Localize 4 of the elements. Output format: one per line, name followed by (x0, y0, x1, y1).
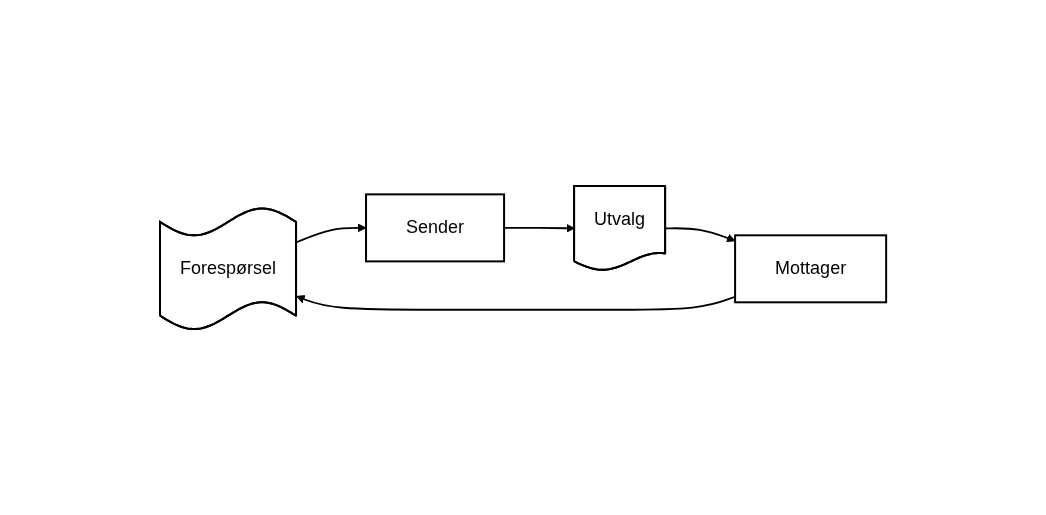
arrow (664, 227, 736, 243)
arrow (296, 295, 736, 311)
node-box: Sender (364, 193, 505, 263)
node-box: Mottager (734, 234, 888, 304)
